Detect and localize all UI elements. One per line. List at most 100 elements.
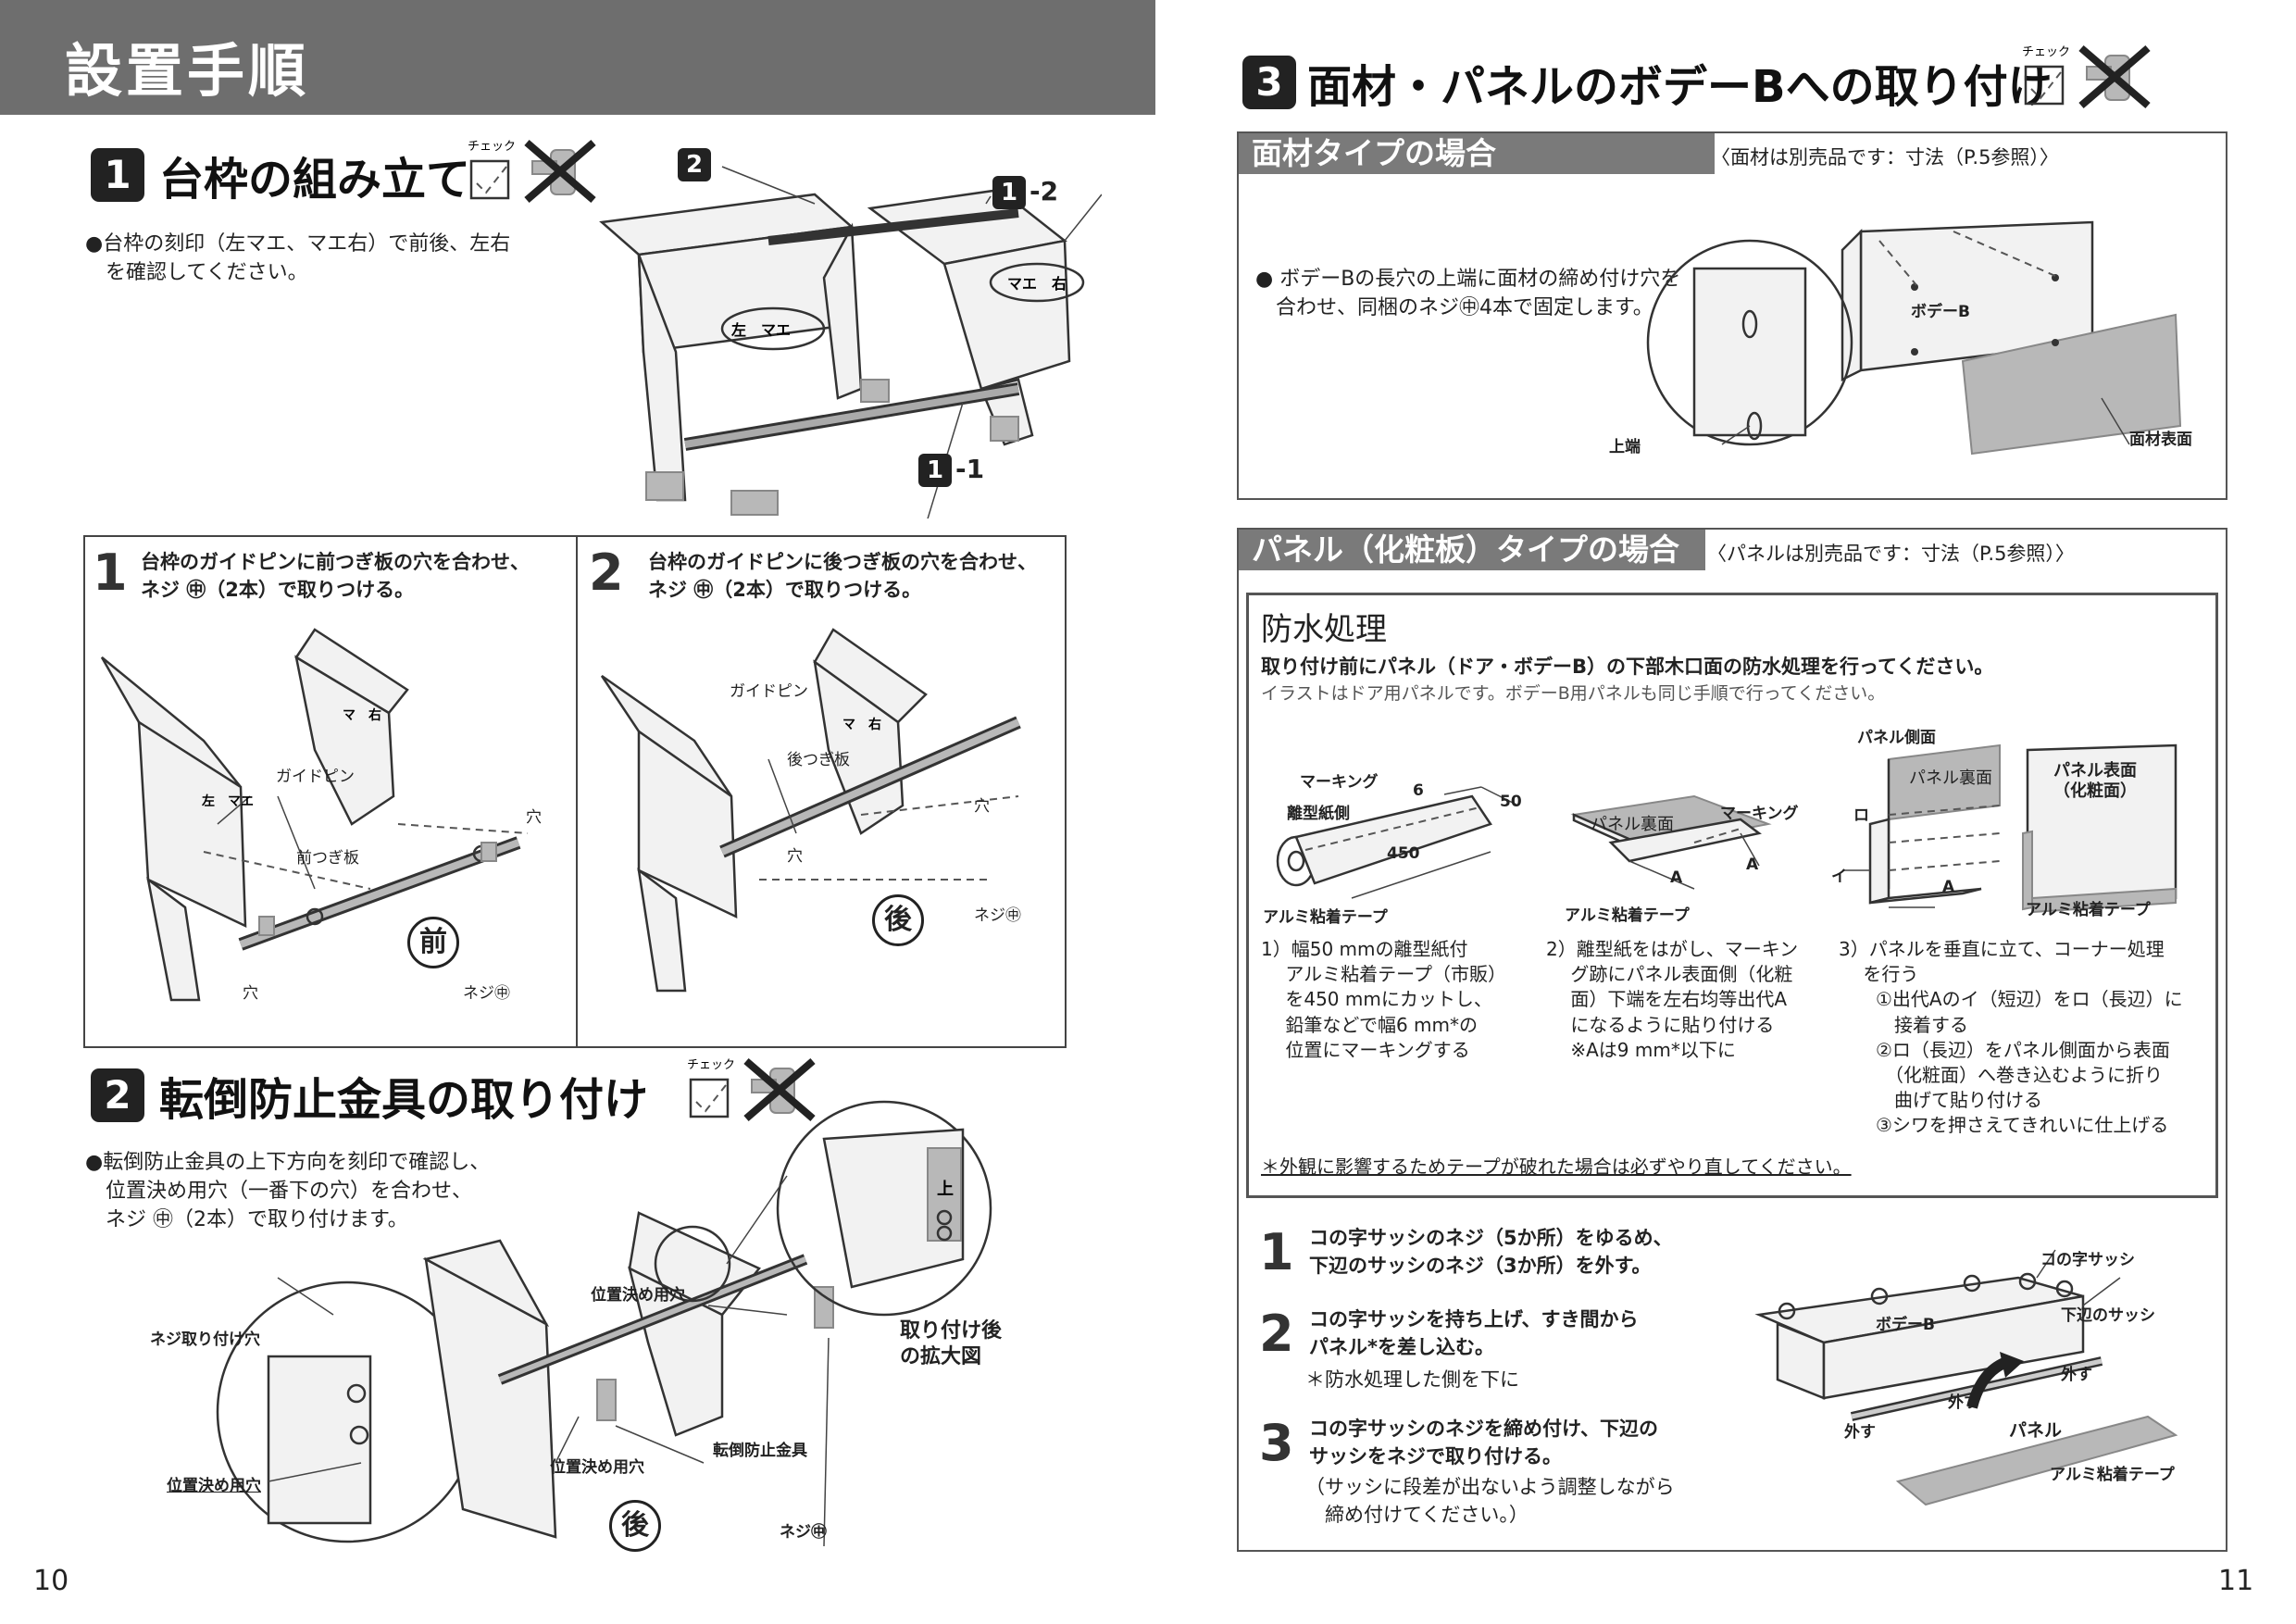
step2-text: 台枠のガイドピンに後つぎ板の穴を合わせ、 ネジ ㊥（2本）で取りつける。 — [648, 551, 1037, 602]
section1-title: 台枠の組み立て — [159, 154, 471, 206]
step2-stamp: マ 右 — [842, 717, 881, 732]
left-banner — [0, 0, 1155, 115]
step1-hole-bottom-label: 穴 — [243, 984, 258, 1003]
fig1-marking-label: マーキング — [1300, 773, 1379, 792]
fig2-panel-drawing — [1555, 778, 1833, 907]
waterproof-lead: 取り付け前にパネル（ドア・ボデーB）の下部木口面の防水処理を行ってください。 — [1261, 656, 1994, 678]
panel-face-band: 面材タイプの場合 — [1239, 133, 1715, 174]
section1-check-label: チェック — [468, 140, 516, 154]
panel-face-drawing — [1611, 213, 2203, 491]
bracket-drawing: 上 — [148, 1074, 1074, 1555]
label-body-b: ボデーB — [1911, 303, 1970, 321]
badge-2: 2 — [678, 148, 711, 181]
fig3-corner-drawing — [1833, 731, 2203, 917]
section2-check-label: チェック — [687, 1058, 735, 1072]
stamp-front-right: マエ 右 — [1007, 275, 1067, 293]
assembly-remove3-label: 外す — [1844, 1423, 1876, 1442]
waterproof-desc-3: 3）パネルを垂直に立て、コーナー処理 を行う ①出代Aのイ（短辺）をロ（長辺）に… — [1839, 938, 2183, 1137]
assembly-remove2-label: 外す — [1948, 1393, 1979, 1412]
section2-note: ●転倒防止金具の上下方向を刻印で確認し、 位置決め用穴（一番下の穴）を合わせ、 … — [85, 1151, 491, 1232]
bracket-up-mark: 上 — [937, 1180, 954, 1199]
label-enlarged-view: 取り付け後 の拡大図 — [900, 1319, 1003, 1368]
step1-stamp: 左 マエ — [201, 793, 254, 809]
badge-1-1: 1 — [918, 454, 952, 487]
assembly-step3-text: コの字サッシのネジを締め付け、下辺の サッシをネジで取り付ける。 — [1309, 1418, 1658, 1468]
panel-type-box — [1237, 528, 2227, 1552]
right-page-number: 11 — [2218, 1565, 2254, 1597]
fig3-panel-front-label: パネル表面 （化粧面） — [2053, 761, 2137, 801]
assembly-body-b-label: ボデーB — [1876, 1316, 1935, 1334]
step1-guide-pin-label: ガイドピン — [276, 768, 355, 786]
label-screw-hole: ネジ取り付け穴 — [150, 1330, 260, 1349]
assembly-step2-text: コの字サッシを持ち上げ、すき間から パネル*を差し込む。 — [1309, 1308, 1639, 1359]
step2-back-plate-label: 後つぎ板 — [787, 751, 850, 769]
step2-back-mark: 後 — [872, 894, 924, 946]
step2-hole-bottom-label: 穴 — [787, 847, 803, 866]
fig1-tape-drawing — [1259, 759, 1546, 907]
panel-type-band: パネル（化粧板）タイプの場合 — [1239, 530, 1705, 570]
step-box-right — [574, 535, 1067, 1048]
label-face-surface: 面材表面 — [2129, 431, 2192, 449]
section1-note: ●台枠の刻印（左マエ、マエ右）で前後、左右 を確認してください。 — [85, 232, 511, 285]
step2-screw-label: ネジ㊥ — [974, 906, 1021, 925]
fig1-tape-label: アルミ粘着テープ — [1263, 908, 1388, 927]
step-box-left — [83, 535, 578, 1048]
fig3-a-label: A — [1942, 878, 1955, 896]
fig1-d50-label: 50 — [1500, 793, 1522, 811]
assembly-step3-sub: （サッシに段差が出ないよう調整しながら 締め付けてください。） — [1305, 1476, 1675, 1526]
step2-hole-right-label: 穴 — [974, 797, 990, 816]
fig2-tape-label: アルミ粘着テープ — [1565, 906, 1690, 925]
assembly-bottom-sash-label: 下辺のサッシ — [2061, 1306, 2155, 1325]
badge-1-1-suffix: -1 — [955, 454, 985, 484]
section2-number: 2 — [91, 1068, 144, 1122]
step1-text: 台枠のガイドピンに前つぎ板の穴を合わせ、 ネジ ㊥（2本）で取りつける。 — [141, 551, 530, 602]
fig1-release-paper-label: 離型紙側 — [1287, 805, 1350, 823]
fig3-panel-side-label: パネル側面 — [1857, 729, 1936, 747]
assembly-u-sash-label: コの字サッシ — [2040, 1251, 2135, 1269]
section3-title: 面材・パネルのボデーBへの取り付け — [1307, 61, 2053, 113]
label-top-edge: 上端 — [1609, 438, 1641, 456]
step1-screw-label: ネジ㊥ — [463, 984, 510, 1003]
section2-back-mark: 後 — [609, 1500, 661, 1552]
assembly-step1-number: 1 — [1259, 1223, 1294, 1281]
step1-drawing: 左 マエ マ 右 — [93, 611, 565, 1037]
section3-check-label: チェック — [2022, 45, 2070, 59]
step2-guide-pin-label: ガイドピン — [730, 682, 808, 701]
fig2-a2-label: A — [1746, 856, 1759, 874]
fig3-i-label: イ — [1831, 868, 1847, 886]
waterproof-desc-2: 2）離型紙をはがし、マーキン グ跡にパネル表面側（化粧 面）下端を左右均等出代A… — [1546, 938, 1799, 1061]
waterproof-footnote: ＊外観に影響するためテープが破れた場合は必ずやり直してください。 — [1261, 1156, 1852, 1178]
step2-number: 2 — [589, 543, 624, 602]
fig3-tape-label: アルミ粘着テープ — [2026, 901, 2151, 919]
left-page-number: 10 — [33, 1565, 69, 1597]
step1-stamp2: マ 右 — [343, 707, 381, 723]
assembly-step3-number: 3 — [1259, 1414, 1294, 1472]
badge-1-2-suffix: -2 — [1029, 176, 1059, 206]
label-bracket: 転倒防止金具 — [713, 1442, 807, 1460]
fig1-d6-label: 6 — [1413, 781, 1424, 800]
assembly-tape-label: アルミ粘着テープ — [2050, 1466, 2175, 1484]
step1-front-mark: 前 — [407, 917, 459, 968]
step1-number: 1 — [93, 543, 128, 602]
frame-assembly-drawing: 左 マエ マエ 右 — [583, 139, 1103, 556]
fig3-panel-back-label: パネル裏面 — [1909, 768, 1992, 788]
fig3-ro-label: ロ — [1853, 806, 1869, 825]
assembly-step2-sub: ＊防水処理した側を下に — [1305, 1368, 1519, 1391]
waterproof-title: 防水処理 — [1261, 611, 1387, 648]
step1-hole-top-label: 穴 — [526, 808, 542, 827]
waterproof-box — [1246, 593, 2218, 1198]
panel-face-box — [1237, 131, 2227, 500]
fig2-a1-label: A — [1670, 868, 1683, 887]
panel-face-text: ● ボデーBの長穴の上端に面材の締め付け穴を 合わせ、同梱のネジ㊥4本で固定しま… — [1255, 268, 1681, 320]
panel-type-note: 〈パネルは別売品です：寸法（P.5参照）〉 — [1707, 543, 2075, 565]
assembly-panel-label: パネル — [2009, 1420, 2063, 1441]
stamp-left-front: 左 マエ — [730, 321, 791, 339]
left-banner-title: 設置手順 — [65, 37, 310, 105]
assembly-drawing — [1750, 1241, 2213, 1518]
section1-check-icon: チェック — [468, 137, 597, 204]
section3-check-icon: チェック — [2022, 43, 2152, 109]
label-position-hole-left: 位置決め用穴 — [167, 1477, 261, 1495]
assembly-step2-number: 2 — [1259, 1305, 1294, 1363]
section2-check-icon: チェック — [687, 1056, 817, 1122]
fig2-marking-label: マーキング — [1720, 805, 1799, 823]
